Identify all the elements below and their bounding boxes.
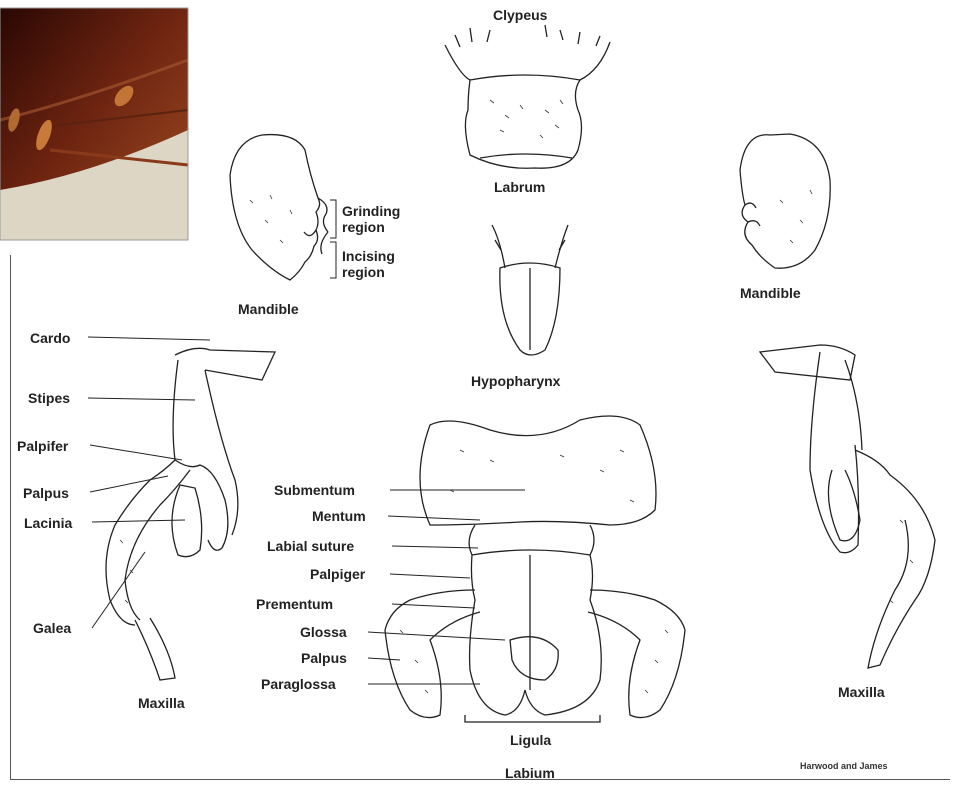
label-stipes: Stipes <box>28 391 70 405</box>
mandible-right-drawing <box>740 134 830 268</box>
label-incising-region: Incising region <box>342 248 422 280</box>
mandible-left-drawing <box>230 135 336 280</box>
label-labrum: Labrum <box>494 180 545 194</box>
label-palpus-maxilla: Palpus <box>23 486 69 500</box>
label-palpiger: Palpiger <box>310 567 365 581</box>
credit-text: Harwood and James <box>800 762 888 771</box>
label-paraglossa: Paraglossa <box>261 677 336 691</box>
label-glossa: Glossa <box>300 625 347 639</box>
label-cardo: Cardo <box>30 331 70 345</box>
label-ligula: Ligula <box>510 733 551 747</box>
label-prementum: Prementum <box>256 597 333 611</box>
label-labium: Labium <box>505 766 555 780</box>
label-palpus-labium: Palpus <box>301 651 347 665</box>
cockroach-photo <box>0 8 188 240</box>
clypeus-labrum-drawing <box>445 25 610 168</box>
label-clypeus: Clypeus <box>493 8 547 22</box>
label-labial-suture: Labial suture <box>267 539 354 553</box>
label-submentum: Submentum <box>274 483 355 497</box>
hypopharynx-drawing <box>492 225 568 355</box>
label-maxilla-right: Maxilla <box>838 685 885 699</box>
label-maxilla-left: Maxilla <box>138 696 185 710</box>
labium-drawing <box>385 416 685 722</box>
label-galea: Galea <box>33 621 71 635</box>
label-lacinia: Lacinia <box>24 516 72 530</box>
label-mentum: Mentum <box>312 509 366 523</box>
maxilla-right-drawing <box>760 345 935 668</box>
label-grinding-region: Grinding region <box>342 203 422 235</box>
label-palpifer: Palpifer <box>17 439 68 453</box>
maxilla-left-drawing <box>106 348 275 680</box>
label-mandible-right: Mandible <box>740 286 801 300</box>
label-hypopharynx: Hypopharynx <box>471 374 560 388</box>
label-mandible-left: Mandible <box>238 302 299 316</box>
